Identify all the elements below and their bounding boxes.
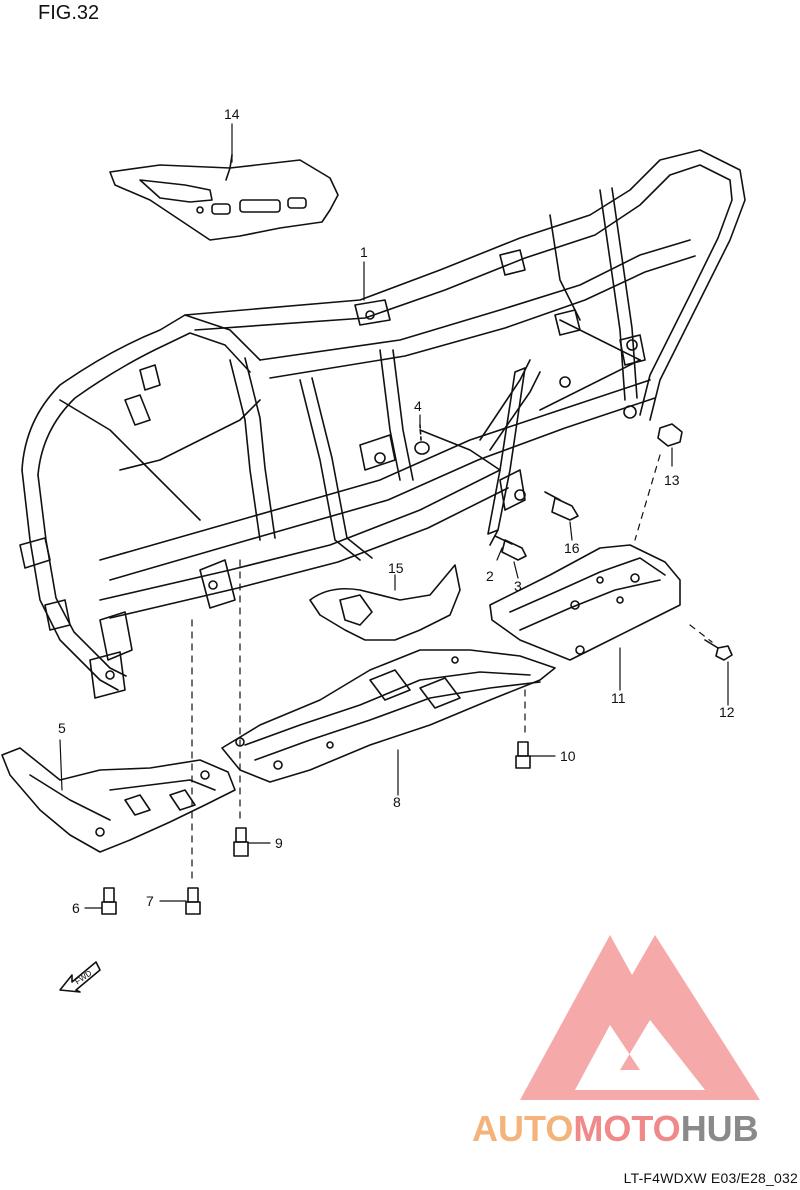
part-16-bolt (544, 491, 579, 521)
part-4-nut (414, 424, 430, 455)
figure-label: FIG.32 (38, 2, 100, 24)
part-number-13: 13 (664, 472, 680, 488)
part-14-cover (109, 154, 339, 241)
part-number-14: 14 (224, 106, 240, 122)
part-number-7: 7 (146, 893, 154, 909)
part-1-frame (19, 149, 746, 699)
part-13-cap (657, 423, 683, 447)
model-code: LT-F4WDXW E03/E28_032 (623, 1170, 798, 1186)
watermark-hub: HUB (680, 1108, 759, 1149)
part-5-plate (1, 747, 236, 853)
part-number-5: 5 (58, 720, 66, 736)
alignment-lines (191, 454, 713, 881)
part-number-2: 2 (486, 568, 494, 584)
watermark-logo (520, 935, 760, 1100)
watermark-text: AUTOMOTOHUB (472, 1108, 759, 1150)
part-15-guard (309, 564, 461, 641)
part-12-bolt (704, 639, 733, 661)
part-2-bracket (487, 367, 526, 546)
watermark-moto: MOTO (573, 1108, 681, 1149)
part-9-bolt (233, 827, 249, 857)
part-number-16: 16 (564, 540, 580, 556)
watermark-auto: AUTO (472, 1108, 574, 1149)
part-number-1: 1 (360, 244, 368, 260)
leader-lines (59, 123, 729, 909)
part-6-bolt (101, 887, 117, 915)
part-number-11: 11 (611, 690, 626, 706)
part-number-6: 6 (72, 900, 80, 916)
part-number-3: 3 (514, 578, 522, 594)
part-number-10: 10 (560, 748, 576, 764)
part-number-8: 8 (393, 794, 401, 810)
part-7-bolt (185, 887, 201, 915)
part-11-plate (489, 544, 681, 661)
part-3-bolt (494, 535, 527, 561)
part-number-12: 12 (719, 704, 735, 720)
forward-arrow-icon (59, 961, 101, 993)
part-8-plate (221, 649, 556, 783)
part-10-bolt (515, 741, 531, 769)
part-number-15: 15 (388, 560, 404, 576)
part-number-9: 9 (275, 835, 283, 851)
part-number-4: 4 (414, 398, 422, 414)
